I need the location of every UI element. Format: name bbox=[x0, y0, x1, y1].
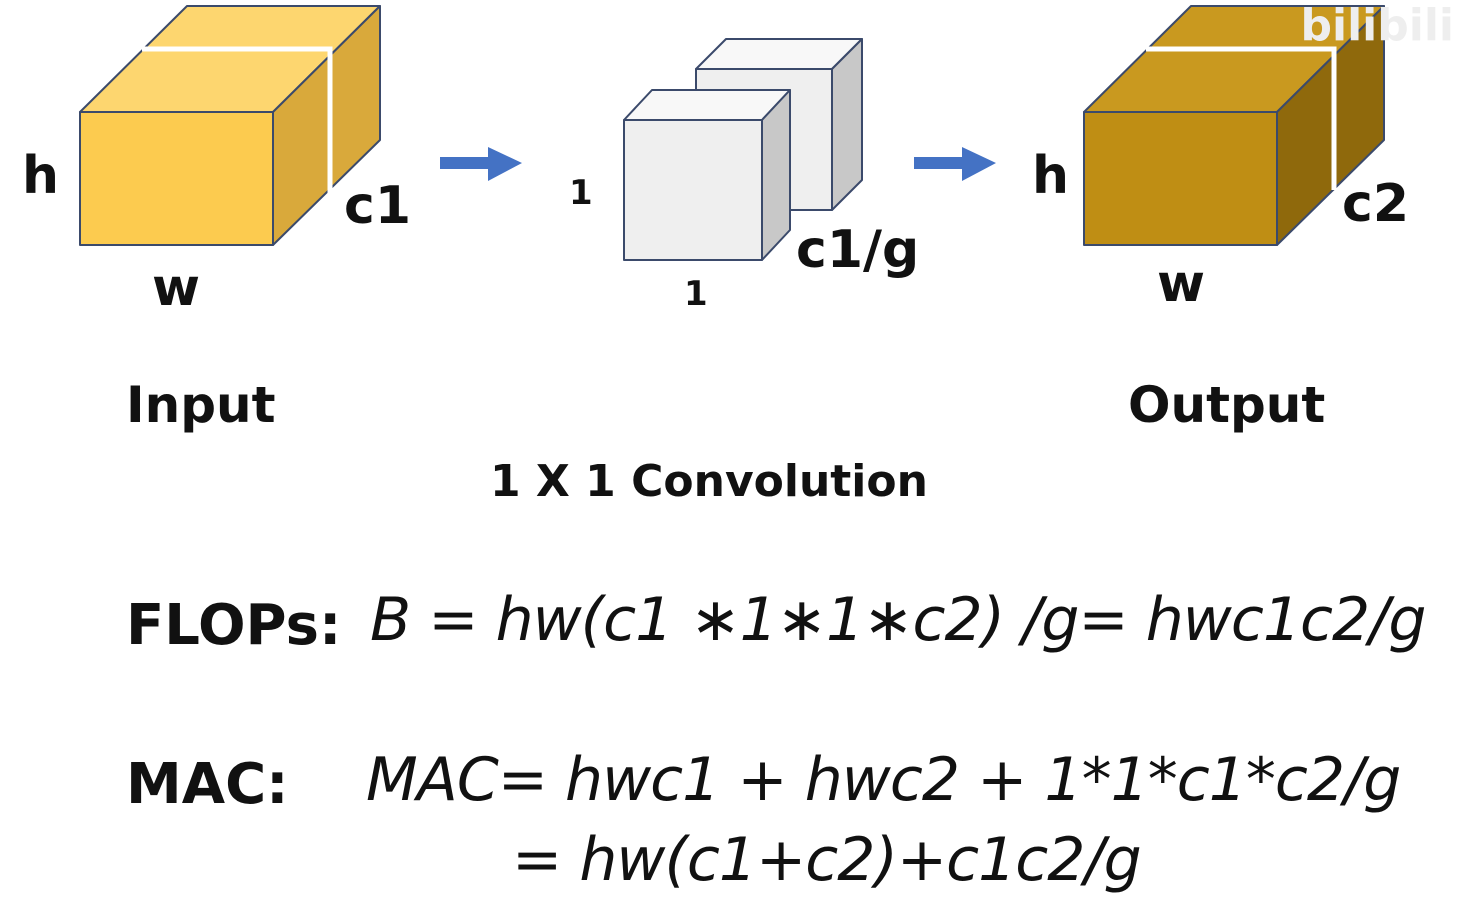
kernel-back-side bbox=[831, 38, 863, 211]
operation-label: 1 X 1 Convolution bbox=[490, 456, 928, 507]
output-title: Output bbox=[1128, 376, 1326, 434]
flops-formula: B = hw(c1 ∗1∗1∗c2) /g= hwc1c2/g bbox=[370, 585, 1427, 655]
arrow-input-to-kernel bbox=[440, 147, 522, 181]
flops-label: FLOPs: bbox=[126, 593, 342, 658]
mac-label: MAC: bbox=[126, 752, 289, 817]
output-height-label: h bbox=[1032, 146, 1070, 206]
kernel-front-side bbox=[761, 89, 791, 261]
kernel-front-front bbox=[623, 119, 763, 261]
kernel-height-label: 1 bbox=[569, 173, 593, 213]
arrow-head bbox=[962, 147, 996, 181]
output-slice-line bbox=[1146, 46, 1337, 190]
kernel-channel-label: c1/g bbox=[796, 220, 920, 280]
mac-formula-line2: = hw(c1+c2)+c1c2/g bbox=[512, 825, 1142, 895]
input-height-label: h bbox=[22, 146, 60, 206]
kernel-width-label: 1 bbox=[684, 274, 708, 314]
output-cube-front bbox=[1083, 111, 1278, 246]
mac-formula-line1: MAC= hwc1 + hwc2 + 1*1*c1*c2/g bbox=[366, 745, 1401, 815]
input-width-label: w bbox=[152, 258, 201, 318]
input-title: Input bbox=[126, 376, 276, 434]
output-channel-label: c2 bbox=[1342, 174, 1410, 234]
arrow-kernel-to-output bbox=[914, 147, 996, 181]
input-slice-line bbox=[142, 46, 333, 193]
arrow-shaft bbox=[440, 157, 492, 169]
output-cube bbox=[1083, 5, 1385, 246]
input-cube bbox=[79, 5, 381, 246]
bilibili-watermark: bilibili bbox=[1300, 0, 1454, 51]
output-width-label: w bbox=[1157, 254, 1206, 314]
input-cube-front bbox=[79, 111, 274, 246]
arrow-head bbox=[488, 147, 522, 181]
input-channel-label: c1 bbox=[344, 176, 412, 236]
kernel-cube-front bbox=[623, 89, 791, 261]
arrow-shaft bbox=[914, 157, 966, 169]
